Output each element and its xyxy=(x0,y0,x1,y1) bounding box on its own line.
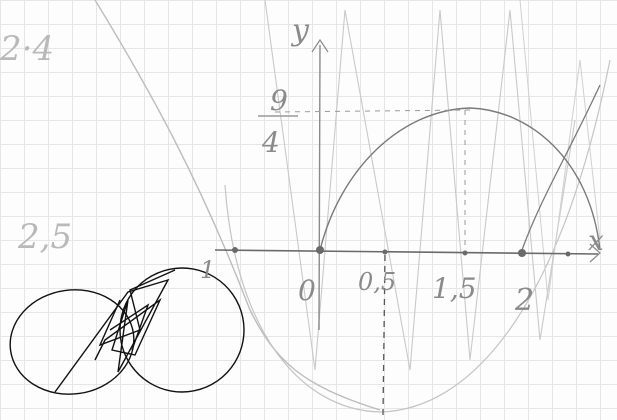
vertex-guide-vertical xyxy=(382,254,386,416)
oscillating-curve-2 xyxy=(519,0,601,301)
label-tick-05: 0,5 xyxy=(358,268,396,296)
right-rising-curve xyxy=(521,84,601,251)
tick-dot-origin xyxy=(316,246,324,254)
left-descending-curve xyxy=(94,0,381,411)
upper-arc-curve xyxy=(319,107,601,251)
tick-dot-15 xyxy=(462,250,468,256)
label-frac-num: 9 xyxy=(270,84,288,117)
tick-dot-left xyxy=(232,247,238,253)
label-top-left: 2·4 xyxy=(0,29,54,69)
x-axis-line xyxy=(214,249,599,255)
label-left-value: 2,5 xyxy=(17,217,72,257)
label-tick-15: 1,5 xyxy=(432,272,477,305)
label-frac-den: 4 xyxy=(261,126,280,159)
large-parabola-curve xyxy=(224,59,611,413)
label-origin: 0 xyxy=(298,274,316,307)
label-left-tick: 1 xyxy=(200,256,215,284)
y-axis-arrow xyxy=(311,38,329,53)
label-tick-2: 2 xyxy=(514,283,534,318)
label-x-axis: x xyxy=(588,224,604,257)
label-y-axis: y xyxy=(290,13,310,48)
scribble-drawing xyxy=(9,267,245,395)
tick-dot-right xyxy=(565,251,571,257)
y-axis-line xyxy=(318,44,321,331)
max-guide-horizontal xyxy=(274,109,471,113)
tick-dot-2 xyxy=(518,249,526,257)
x-axis-arrow xyxy=(589,243,601,263)
tick-dot-05 xyxy=(382,249,388,255)
